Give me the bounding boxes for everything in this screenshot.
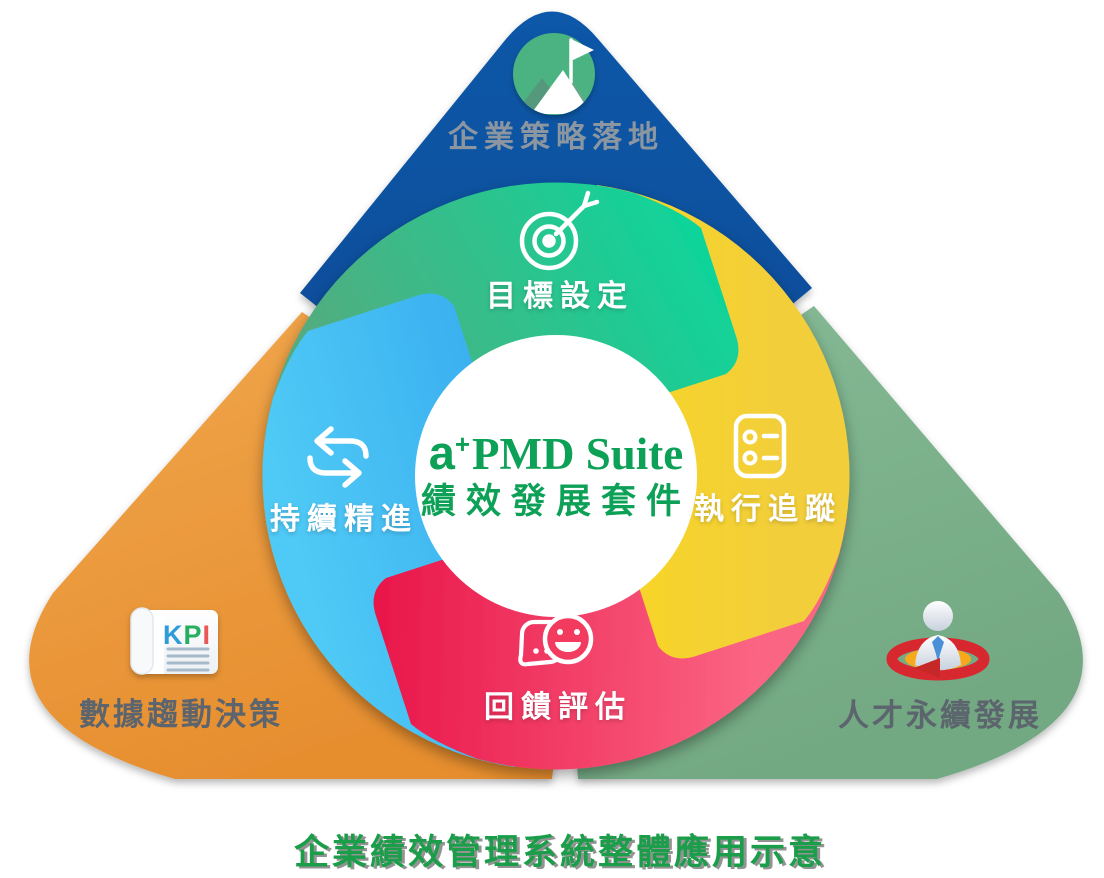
brand-text: PMD Suite: [472, 429, 684, 479]
kpi-letter-p: P: [183, 620, 203, 650]
checklist-icon: [733, 413, 787, 479]
kpi-letter-i: I: [202, 620, 212, 650]
brand-name: a+PMD Suite: [421, 426, 691, 479]
talent-label: 人才永續發展: [838, 698, 1042, 733]
center-hub: [415, 335, 697, 617]
cycle-segment-improve-head: [262, 293, 538, 476]
center-logo: a+PMD Suite 績效發展套件: [420, 426, 692, 521]
target-arrow-icon: [519, 190, 600, 271]
mountain-flag-icon: [513, 33, 595, 115]
brand-plus: +: [454, 429, 471, 459]
brand-subtitle: 績效發展套件: [420, 481, 692, 521]
sync-arrows-icon: [307, 426, 369, 488]
person-cycle-icon: [886, 601, 990, 681]
cycle-label-track: 執行追蹤: [694, 493, 842, 526]
kpi-badge-text: KPI: [163, 620, 211, 651]
cycle-label-goal: 目標設定: [486, 280, 634, 313]
strategy-label: 企業策略落地: [448, 121, 664, 154]
cycle-label-feedback: 回饋評估: [484, 691, 632, 724]
kpi-letter-k: K: [162, 620, 184, 650]
data-label: 數據趨動決策: [79, 697, 283, 732]
cycle-label-improve: 持續精進: [270, 503, 418, 536]
cycle-wheel: [262, 182, 850, 770]
diagram-title: 企業績效管理系統整體應用示意: [293, 833, 827, 872]
kpi-report-icon: [130, 607, 218, 675]
chat-smiley-icon: [518, 613, 594, 667]
brand-a: a: [428, 426, 455, 479]
